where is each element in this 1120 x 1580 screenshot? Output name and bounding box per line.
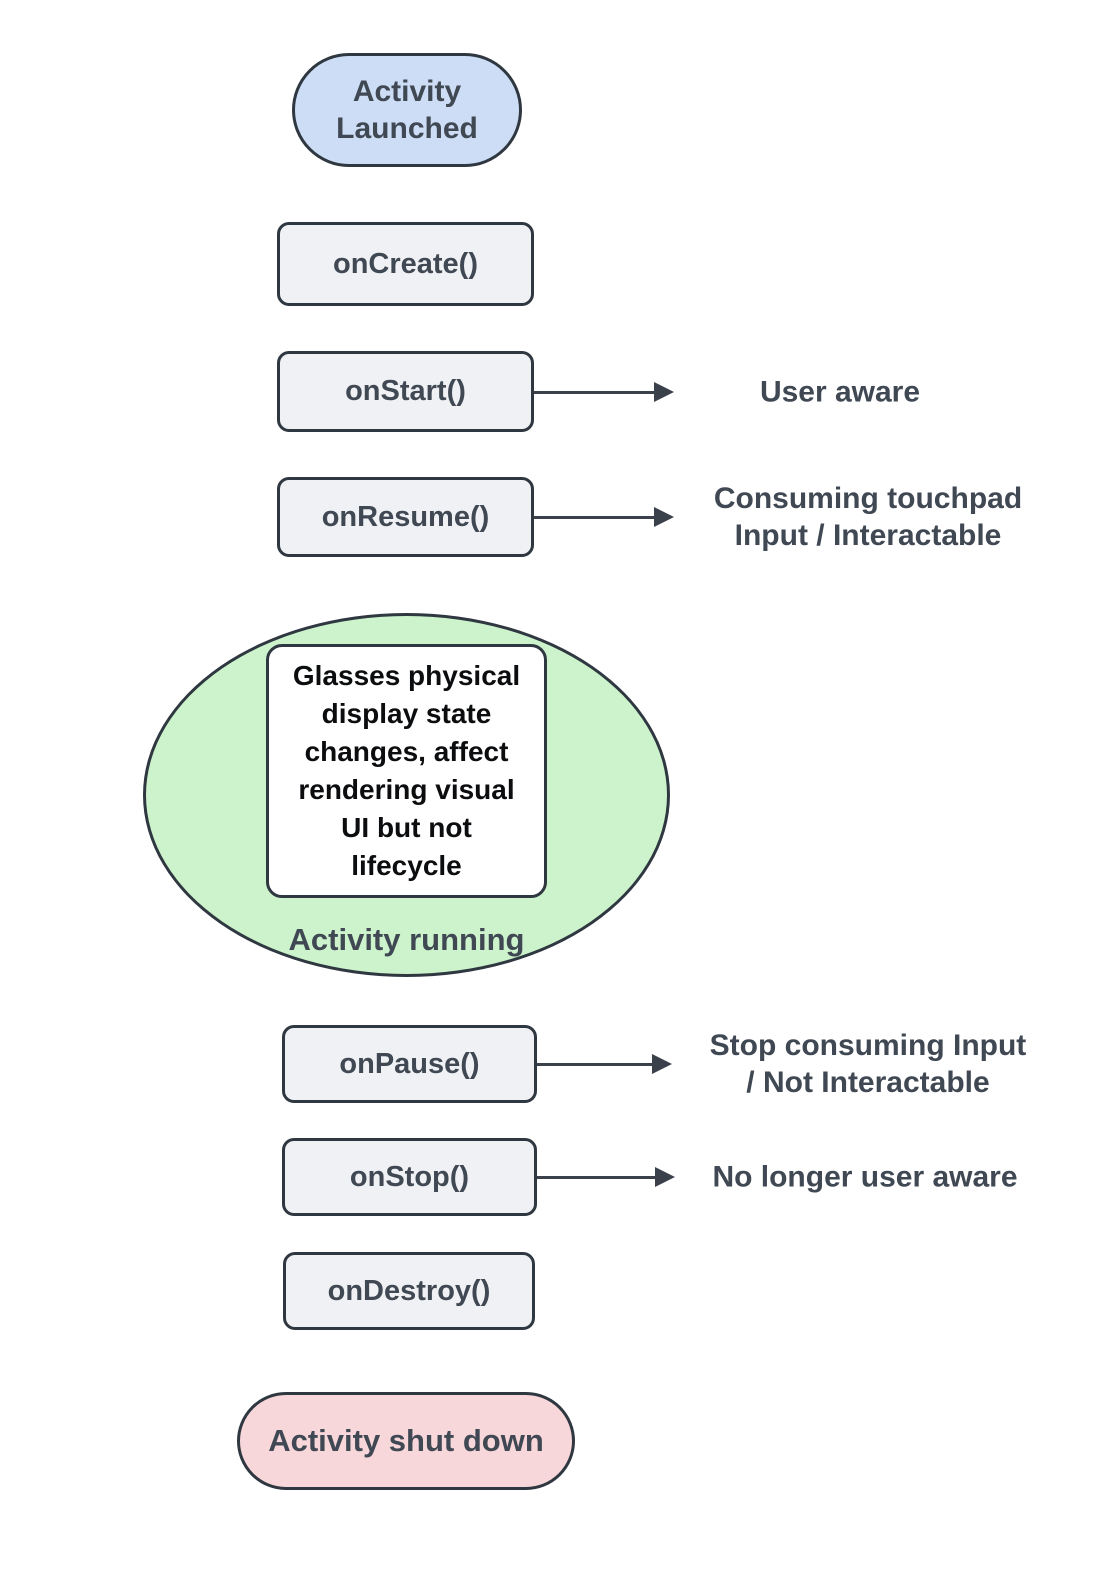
arrow-onresume-to-consuming — [534, 507, 674, 527]
arrow-onpause-to-stop-consuming — [537, 1054, 672, 1074]
node-onstart: onStart() — [277, 351, 534, 432]
node-onpause: onPause() — [282, 1025, 537, 1103]
node-ondestroy: onDestroy() — [283, 1252, 535, 1330]
node-onresume: onResume() — [277, 477, 534, 557]
node-onstop: onStop() — [282, 1138, 537, 1216]
annotation-user-aware: User aware — [759, 375, 921, 409]
arrow-onstart-to-user-aware — [534, 382, 674, 402]
annotation-consuming-touchpad: Consuming touchpad Input / Interactable — [713, 482, 1023, 552]
node-activity-shut-down: Activity shut down — [237, 1392, 575, 1490]
note-glasses-display-state: Glasses physical display state changes, … — [266, 644, 547, 898]
label-activity-running: Activity running — [288, 922, 525, 957]
node-oncreate: onCreate() — [277, 222, 534, 306]
arrow-onstop-to-no-longer-aware — [537, 1167, 675, 1187]
node-activity-launched: Activity Launched — [292, 53, 522, 167]
annotation-stop-consuming-input: Stop consuming Input / Not Interactable — [709, 1029, 1027, 1099]
annotation-no-longer-user-aware: No longer user aware — [712, 1160, 1018, 1194]
